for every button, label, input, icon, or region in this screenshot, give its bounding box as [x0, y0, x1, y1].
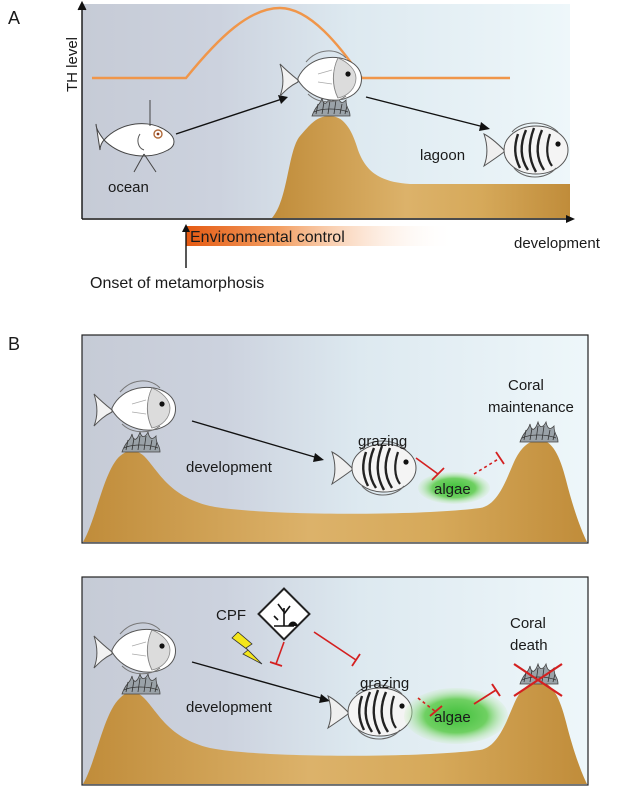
- arrowhead-icon: [278, 95, 288, 104]
- onset-label: Onset of metamorphosis: [90, 275, 264, 292]
- polluted-development-arrow: [191, 661, 325, 700]
- inhibition-bar-icon: [495, 451, 505, 465]
- healthy-development-label: development: [186, 459, 273, 476]
- panel-a-reef: [272, 116, 570, 218]
- panel-a: A TH level development ocean: [8, 0, 601, 292]
- lightning-icon: [231, 631, 263, 665]
- coral-death-line1: Coral: [510, 615, 546, 632]
- environmental-hazard-icon: [257, 587, 311, 641]
- y-axis-arrowhead-icon: [77, 0, 87, 11]
- cpf-label: CPF: [216, 607, 246, 624]
- inhibition-bar-icon: [429, 705, 443, 717]
- arrowhead-icon: [479, 122, 490, 131]
- x-axis-label: development: [514, 235, 601, 252]
- grazing-inhibits-algae-weak: [417, 697, 437, 713]
- cpf-inhibits-development: [275, 641, 285, 665]
- coral-death-cross-icon: [513, 663, 563, 697]
- arrowhead-icon: [182, 224, 190, 232]
- larval-fish: [95, 100, 175, 173]
- arrowhead-icon: [313, 453, 324, 462]
- healthy-grazing-label: grazing: [358, 433, 407, 450]
- polluted-algae-label: algae: [434, 709, 471, 726]
- algae-inhibits-coral-weak: [473, 457, 501, 475]
- healthy-reef: [83, 440, 587, 542]
- y-axis-label: TH level: [64, 37, 81, 92]
- inhibition-bar-icon: [351, 653, 361, 667]
- polluted-grazing-label: grazing: [360, 675, 409, 692]
- panel-a-letter: A: [8, 8, 20, 28]
- healthy-algae-patch: [418, 472, 490, 504]
- inhibition-bar-icon: [491, 683, 501, 697]
- polluted-development-label: development: [186, 699, 273, 716]
- polluted-reef: [83, 682, 587, 784]
- ocean-label: ocean: [108, 179, 149, 196]
- inhibition-bar-icon: [269, 661, 283, 667]
- panel-b-polluted: CPF development grazing algae Coral deat…: [81, 576, 589, 786]
- healthy-algae-label: algae: [434, 481, 471, 498]
- cpf-inhibits-grazing: [313, 631, 357, 661]
- arrow-reef-to-lagoon: [365, 96, 485, 128]
- x-axis-arrowhead-icon: [566, 215, 575, 223]
- inhibition-bar-icon: [431, 467, 445, 481]
- environmental-control-label: Environmental control: [190, 229, 345, 246]
- arrowhead-icon: [319, 694, 330, 703]
- environmental-control-bar: [186, 226, 456, 246]
- coral-maintenance-line1: Coral: [508, 377, 544, 394]
- th-level-curve: [92, 6, 510, 80]
- polluted-algae-bloom: [404, 688, 508, 744]
- panel-b-healthy: development grazing algae Coral maintena…: [81, 334, 589, 544]
- coral-maintenance-line2: maintenance: [488, 399, 574, 416]
- healthy-development-arrow: [191, 420, 319, 459]
- arrow-ocean-to-reef: [175, 98, 283, 135]
- panel-b-letter: B: [8, 334, 20, 354]
- grazing-inhibits-algae: [415, 457, 439, 475]
- coral-death-line2: death: [510, 637, 548, 654]
- lagoon-label: lagoon: [420, 147, 465, 164]
- algae-inhibits-coral: [473, 689, 497, 705]
